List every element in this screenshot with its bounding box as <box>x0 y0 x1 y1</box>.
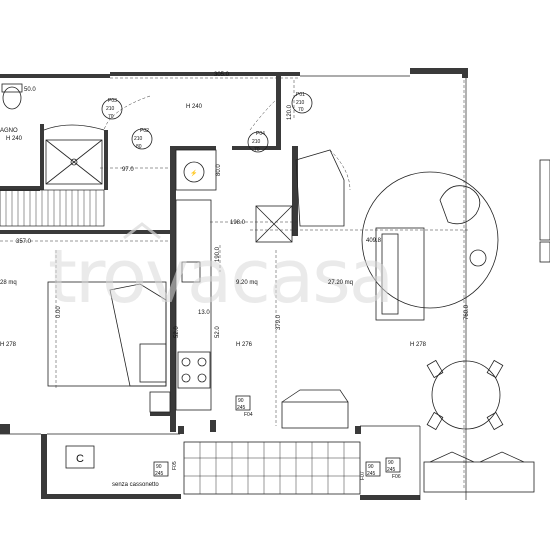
window-width: 90 <box>156 464 162 470</box>
dim-living-vert: 760.0 <box>464 304 470 320</box>
dim-kitchen-small1: 52.0 <box>174 326 180 338</box>
wardrobe-hatch <box>0 189 105 227</box>
dim-kitchen-span: 198.0 <box>230 220 246 226</box>
door-width: 210 <box>252 139 261 145</box>
window-height: 245 <box>237 405 246 411</box>
dimension-lines <box>0 77 470 490</box>
dim-bath-width: 50.0 <box>24 87 36 93</box>
dim-cab-depth: 80.0 <box>216 164 222 176</box>
balcony <box>65 441 535 495</box>
watermark: trovacasa <box>48 222 394 320</box>
kitchen-height: H 276 <box>236 342 253 348</box>
window-tag-f07: 90 245 F07 <box>360 461 381 480</box>
door-height: 70 <box>254 147 260 153</box>
door-width: 210 <box>106 106 115 112</box>
svg-text:⚡: ⚡ <box>190 169 197 177</box>
door-width: 210 <box>134 136 143 142</box>
door-code: P01 <box>296 92 305 98</box>
dim-corridor-vert: 120.0 <box>287 104 293 120</box>
window-width: 90 <box>238 398 244 404</box>
window-height: 245 <box>367 471 376 477</box>
window-width: 90 <box>388 460 394 466</box>
bedroom-furniture <box>47 281 171 413</box>
door-height: 80 <box>136 144 142 150</box>
door-height: 70 <box>108 114 114 120</box>
kitchen-fixtures: ⚡ <box>175 149 293 411</box>
window-tag-f05: 90 245 F05 <box>153 461 178 477</box>
storage-label: C <box>76 453 84 465</box>
interior-walls <box>0 76 298 434</box>
window-code: F04 <box>244 412 253 418</box>
door-code: P04 <box>256 131 265 137</box>
door-tag-p04: P04 210 70 <box>247 131 269 153</box>
door-tag-p02: P02 210 80 <box>131 128 153 150</box>
door-height: 70 <box>298 107 304 113</box>
dim-top-width: 305.0 <box>214 72 230 78</box>
window-code: F07 <box>360 471 366 480</box>
kitchen-area: 9.20 mq <box>236 280 258 286</box>
dim-bedroom-vert: 0.00 <box>56 306 62 318</box>
corridor-height: H 240 <box>186 104 203 110</box>
door-code: P02 <box>140 128 149 134</box>
bath-name: AGNO <box>0 128 18 134</box>
window-height: 245 <box>155 471 164 477</box>
window-tag-f06: 90 245 F06 <box>385 457 401 480</box>
door-tag-p01: P01 210 70 <box>291 92 313 114</box>
living-furniture <box>281 149 550 431</box>
bedroom-height: H 278 <box>0 342 17 348</box>
dim-kitchen-small2: 52.0 <box>215 326 221 338</box>
door-tag-p03: P03 210 70 <box>101 98 123 120</box>
living-area: 27.20 mq <box>328 280 353 286</box>
bath-height: H 240 <box>6 136 23 142</box>
dim-kitchen-long: 379.0 <box>276 314 282 330</box>
window-code: F06 <box>392 474 401 480</box>
balcony-note: senza cassonetto <box>112 482 159 488</box>
window-tag-f04: 90 245 F04 <box>235 395 253 418</box>
window-width: 90 <box>368 464 374 470</box>
door-width: 210 <box>296 100 305 106</box>
watermark-text: trovacasa <box>48 234 392 320</box>
door-code: P03 <box>108 98 117 104</box>
window-code: F05 <box>172 461 178 470</box>
bathroom-fixtures <box>1 83 277 185</box>
exterior-walls <box>0 68 468 500</box>
dim-kitchen-vert: 190.0 <box>215 246 221 262</box>
dim-bedroom-width: 357.0 <box>16 239 32 245</box>
dim-living-diag: 409.8 <box>366 238 382 244</box>
living-height: H 278 <box>410 342 427 348</box>
window-height: 245 <box>387 467 396 473</box>
dim-kitchen-mid: 13.0 <box>198 310 210 316</box>
bedroom-area: 28 mq <box>0 280 17 286</box>
dim-hall-width: 97.0 <box>122 167 134 173</box>
